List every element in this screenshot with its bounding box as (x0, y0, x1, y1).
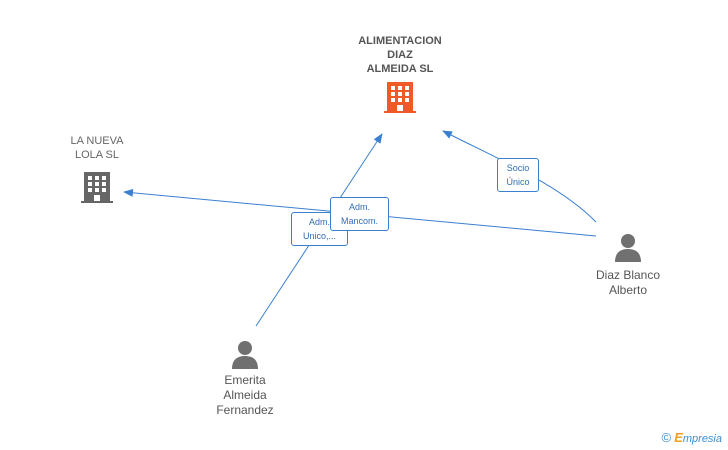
brand-footer: © Empresia (662, 430, 722, 445)
building-icon (384, 82, 416, 113)
building-icon (81, 172, 113, 203)
edge-label-adm-mancom[interactable]: Adm. Mancom. (330, 197, 389, 231)
node-emerita-almeida-fernandez[interactable]: Emerita Almeida Fernandez (200, 339, 290, 418)
node-alimentacion-diaz-almeida[interactable]: ALIMENTACION DIAZ ALMEIDA SL (340, 34, 460, 114)
brand-logo-e: E (674, 430, 683, 445)
edge-label-socio-unico[interactable]: Socio Único (497, 158, 539, 192)
company-name-main: ALIMENTACION DIAZ ALMEIDA SL (358, 35, 442, 75)
node-la-nueva-lola[interactable]: LA NUEVA LOLA SL (52, 134, 142, 204)
person-icon (232, 341, 258, 369)
person-icon (615, 234, 641, 262)
node-diaz-blanco-alberto[interactable]: Diaz Blanco Alberto (583, 232, 673, 298)
person-name-diaz: Diaz Blanco Alberto (595, 268, 661, 297)
copyright-icon: © (661, 430, 672, 445)
person-name-emerita: Emerita Almeida Fernandez (216, 373, 274, 417)
company-name-lanueva: LA NUEVA LOLA SL (70, 135, 124, 161)
brand-name: mpresia (682, 433, 722, 445)
